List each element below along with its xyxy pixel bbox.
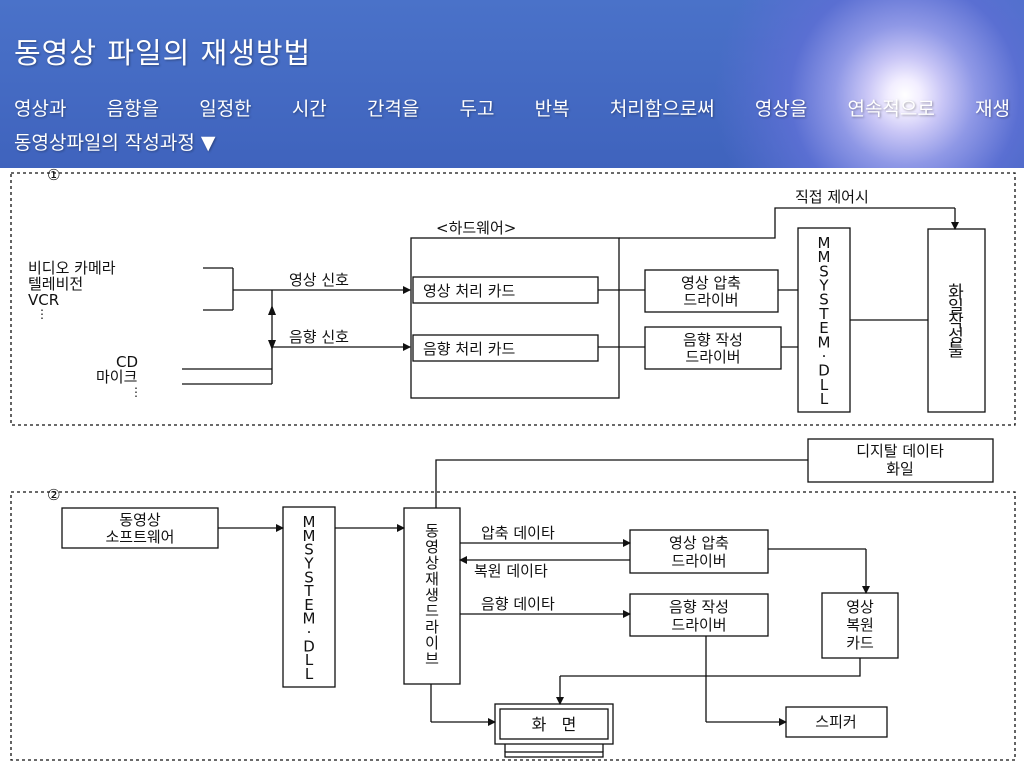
video-compress-driver-2-line2: 드라이버 [671, 552, 726, 570]
diagram-canvas: ① 비디오 카메라 텔레비전 VCR ⋮ CD 마이크 ⋮ 영상 신호 음향 신… [10, 168, 1016, 761]
video-compress-driver-1-line2: 드라이버 [683, 291, 738, 309]
video-playback-driver-char: 재 [425, 570, 439, 588]
restored-data-label: 복원 데이타 [474, 562, 548, 580]
audio-create-driver-1 [644, 326, 782, 370]
video-playback-driver-char: 브 [425, 650, 439, 668]
diagram-1-number: ① [47, 168, 60, 184]
video-restore-card-line2: 복원 [846, 616, 874, 634]
video-playback-driver [403, 507, 461, 685]
video-playback-driver-char: 드 [425, 602, 439, 620]
video-playback-driver-char: 동 [425, 522, 439, 540]
mmsystem-dll-2-char: Y [303, 554, 314, 572]
source-video-1: 비디오 카메라 [28, 259, 116, 277]
digital-data-file-line2: 화일 [886, 460, 914, 478]
mmsystem-dll-1-char: S [819, 262, 829, 280]
direct-control-label: 직접 제어시 [795, 188, 869, 206]
video-signal-label: 영상 신호 [289, 271, 349, 289]
speaker-label: 스피커 [815, 713, 856, 731]
file-writing-tool-char: 툴 [948, 341, 964, 361]
mmsystem-dll-2-char: M [303, 610, 316, 628]
audio-create-driver-1-line2: 드라이버 [685, 348, 740, 366]
file-writing-tool-char: 일 [948, 298, 964, 318]
audio-create-driver-2-line2: 드라이버 [671, 616, 726, 634]
video-playback-driver-char: 생 [425, 586, 439, 604]
source-video-4: ⋮ [36, 307, 48, 321]
video-processing-card-label: 영상 처리 카드 [423, 282, 516, 300]
mmsystem-dll-2-char: M [303, 527, 316, 545]
video-restore-card-line3: 카드 [846, 634, 874, 652]
audio-processing-card-label: 음향 처리 카드 [423, 340, 516, 358]
audio-data-label: 음향 데이타 [481, 595, 555, 613]
screen-label: 화 면 [532, 715, 577, 734]
mmsystem-dll-2-char: T [303, 582, 314, 600]
mmsystem-dll-2-char: E [304, 596, 313, 614]
mmsystem-dll-2-char: L [305, 665, 314, 683]
source-audio-3: ⋮ [130, 385, 142, 399]
mmsystem-dll-2-char: M [303, 513, 316, 531]
mmsystem-dll-1-char: M [818, 333, 831, 351]
mmsystem-dll-1-char: T [818, 305, 829, 323]
mmsystem-dll-2-char: L [305, 651, 314, 669]
mmsystem-dll-1-char: Y [818, 277, 829, 295]
video-software-line2: 소프트웨어 [105, 528, 174, 546]
mmsystem-dll-2-char: · [307, 624, 312, 642]
speaker-box [785, 706, 888, 738]
file-writing-tool-char: 성 [948, 327, 964, 347]
slide-header: 동영상 파일의 재생방법 영상과 음향을 일정한 시간 간격을 두고 반복 처리… [0, 0, 1024, 168]
screen-monitor [494, 703, 614, 758]
video-compress-driver-2 [629, 529, 769, 574]
video-playback-driver-char: 상 [425, 554, 439, 572]
mmsystem-dll-1-char: M [818, 234, 831, 252]
audio-signal-label: 음향 신호 [289, 328, 349, 346]
audio-create-driver-2-line1: 음향 작성 [669, 598, 729, 616]
mmsystem-dll-1-char: E [819, 319, 828, 337]
audio-processing-card [412, 334, 599, 362]
mmsystem-dll-1-char: S [819, 291, 829, 309]
video-playback-driver-char: 영 [425, 538, 439, 556]
video-restore-card-line1: 영상 [846, 598, 874, 616]
video-software-line1: 동영상 [119, 511, 161, 529]
mmsystem-dll-2 [282, 506, 336, 688]
file-writing-tool-char: 화 [948, 283, 964, 303]
compressed-data-label: 압축 데이타 [481, 524, 555, 542]
video-compress-driver-1-line1: 영상 압축 [681, 274, 741, 292]
video-playback-driver-char: 라 [425, 618, 439, 636]
mmsystem-dll-1-char: M [818, 248, 831, 266]
mmsystem-dll-1-char: L [820, 390, 829, 408]
audio-create-driver-2 [629, 593, 769, 637]
source-video-3: VCR [28, 291, 59, 309]
digital-data-file-line1: 디지탈 데이타 [856, 442, 944, 460]
video-compress-driver-2-line1: 영상 압축 [669, 534, 729, 552]
mmsystem-dll-2-char: S [304, 541, 314, 559]
diagram-2-number: ② [47, 486, 60, 504]
slide-subtitle: 동영상파일의 작성과정 ▼ [14, 132, 216, 154]
slide-description: 영상과 음향을 일정한 시간 간격을 두고 반복 처리함으로써 영상을 연속적으… [14, 98, 1010, 120]
diagram-1-frame [10, 172, 1016, 426]
mmsystem-dll-2-char: S [304, 568, 314, 586]
source-audio-1: CD [116, 353, 138, 371]
mmsystem-dll-1-char: L [820, 376, 829, 394]
slide-title: 동영상 파일의 재생방법 [14, 36, 312, 70]
source-audio-2: 마이크 [96, 368, 137, 386]
source-video-2: 텔레비전 [28, 275, 83, 293]
mmsystem-dll-1-char: D [818, 362, 830, 380]
video-playback-driver-char: 이 [425, 634, 439, 652]
hardware-label: <하드웨어> [436, 219, 516, 237]
file-writing-tool-char: 작 [948, 312, 964, 332]
mmsystem-dll-1-char: · [822, 347, 827, 365]
mmsystem-dll-2-char: D [303, 637, 315, 655]
diagram-1: ① 비디오 카메라 텔레비전 VCR ⋮ CD 마이크 ⋮ 영상 신호 음향 신… [10, 168, 1016, 426]
audio-create-driver-1-line1: 음향 작성 [683, 331, 743, 349]
hardware-box [410, 237, 620, 399]
video-compress-driver-1 [644, 269, 779, 313]
